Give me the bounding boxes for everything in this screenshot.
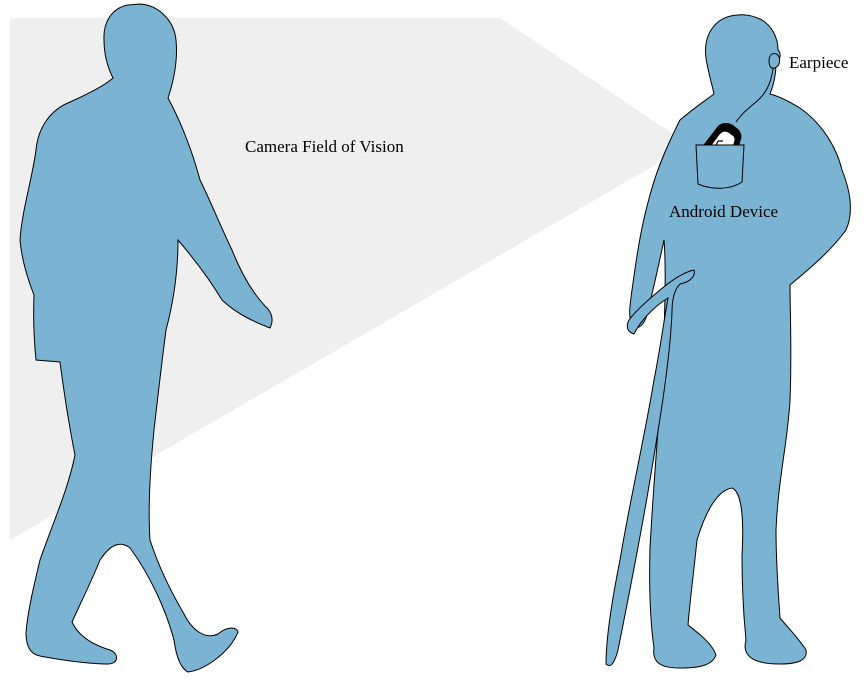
android-device-label: Android Device — [669, 202, 778, 221]
earpiece-icon — [769, 54, 780, 69]
earpiece-label: Earpiece — [789, 53, 848, 72]
camera-field-label: Camera Field of Vision — [245, 137, 404, 156]
shirt-pocket — [696, 145, 744, 188]
